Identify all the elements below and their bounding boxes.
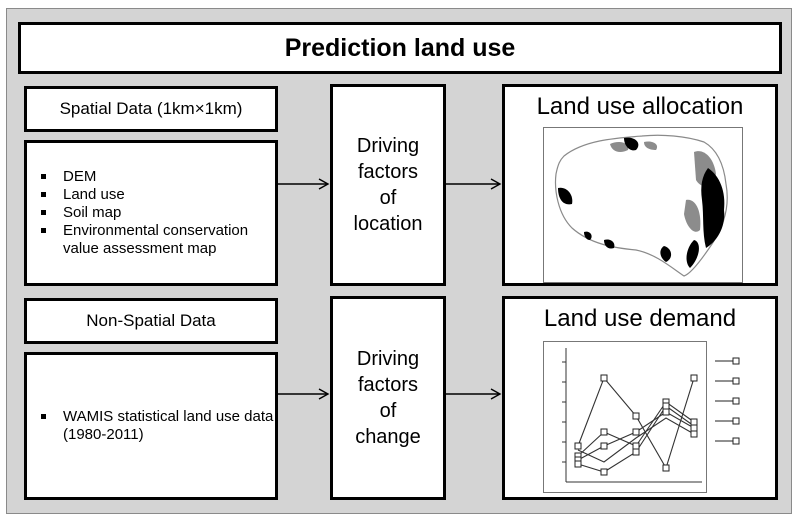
land-use-demand-box: Land use demand xyxy=(502,296,778,500)
driver-location-line: factors xyxy=(357,161,419,183)
chart-thumbnail xyxy=(543,341,707,493)
diagram-title: Prediction land use xyxy=(18,22,782,74)
land-use-demand-chart xyxy=(562,348,702,483)
spatial-item: Environmental conservation value assessm… xyxy=(41,222,275,258)
land-use-allocation-title: Land use allocation xyxy=(536,93,744,120)
land-use-allocation-box: Land use allocation xyxy=(502,84,778,286)
chart-y-ticks xyxy=(562,361,566,463)
map-dark-zone xyxy=(624,137,639,151)
map-dark-zone xyxy=(584,231,592,240)
map-dark-zone xyxy=(558,187,573,205)
driver-change-line: of xyxy=(379,400,397,422)
driving-factors-location: Driving factors of location xyxy=(330,84,446,286)
map-gray-zone xyxy=(684,199,701,232)
chart-series-lines xyxy=(577,376,695,473)
nonspatial-data-header: Non-Spatial Data xyxy=(24,298,278,344)
driver-location-line: of xyxy=(379,187,397,209)
nonspatial-data-header-text: Non-Spatial Data xyxy=(86,311,216,330)
spatial-items: DEM Land use Soil map Environmental cons… xyxy=(27,168,275,258)
driver-change-line: Driving xyxy=(356,348,420,370)
driving-factors-change: Driving factors of change xyxy=(330,296,446,500)
driver-location-line: location xyxy=(353,213,423,235)
map-gray-zone xyxy=(644,141,658,150)
map-dark-zone xyxy=(701,168,725,248)
land-use-map xyxy=(554,134,728,277)
nonspatial-data-list: WAMIS statistical land use data (1980-20… xyxy=(24,352,278,500)
spatial-data-header: Spatial Data (1km×1km) xyxy=(24,86,278,132)
map-dark-zone xyxy=(686,240,699,268)
spatial-item: DEM xyxy=(41,168,275,186)
driver-change-line: change xyxy=(355,426,421,448)
nonspatial-item: WAMIS statistical land use data (1980-20… xyxy=(41,408,275,444)
spatial-item: Soil map xyxy=(41,204,275,222)
spatial-data-header-text: Spatial Data (1km×1km) xyxy=(59,99,243,118)
chart-legend xyxy=(715,357,740,445)
map-dark-zone xyxy=(604,239,615,249)
land-use-demand-title: Land use demand xyxy=(543,305,737,332)
driver-change-line: factors xyxy=(357,374,419,396)
map-thumbnail xyxy=(543,127,743,283)
map-land-shape xyxy=(554,134,728,277)
spatial-data-list: DEM Land use Soil map Environmental cons… xyxy=(24,140,278,286)
nonspatial-items: WAMIS statistical land use data (1980-20… xyxy=(27,408,275,444)
spatial-item: Land use xyxy=(41,186,275,204)
driver-location-line: Driving xyxy=(356,135,420,157)
map-dark-zone xyxy=(660,246,672,262)
map-gray-zone xyxy=(610,142,629,152)
chart-markers xyxy=(574,374,698,476)
